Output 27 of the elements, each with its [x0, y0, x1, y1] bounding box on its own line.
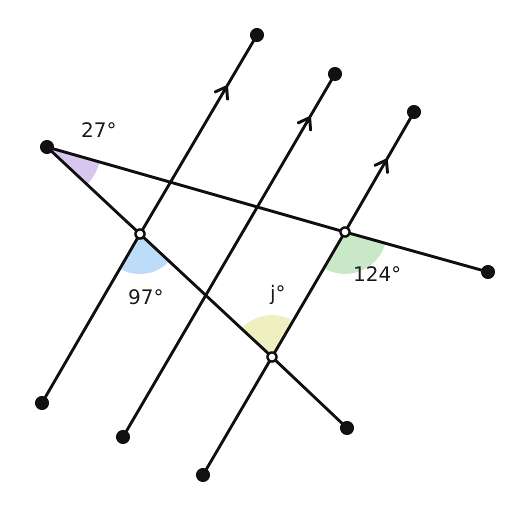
line-segment — [205, 359, 272, 470]
endpoint-dot — [40, 140, 54, 154]
angle-label: 97° — [128, 287, 164, 307]
intersection-point — [339, 226, 351, 238]
line-segment — [125, 78, 333, 432]
angle-label: j° — [270, 283, 286, 303]
endpoint-dot — [407, 105, 421, 119]
endpoint-dot — [116, 430, 130, 444]
line-segment — [272, 234, 344, 355]
endpoint-dot — [196, 468, 210, 482]
angle-label: 124° — [353, 264, 402, 284]
line-segment — [346, 116, 412, 230]
intersection-point — [134, 228, 146, 240]
endpoint-dot — [250, 28, 264, 42]
endpoint-dot — [35, 396, 49, 410]
line-segment — [348, 232, 483, 272]
intersection-point — [266, 351, 278, 363]
line-segment — [50, 150, 138, 232]
line-segment — [274, 358, 344, 425]
endpoint-dot — [328, 67, 342, 81]
endpoint-dot — [340, 421, 354, 435]
line-segment — [140, 40, 255, 232]
line-segment — [44, 236, 140, 398]
line-segment — [52, 147, 342, 232]
line-segment — [142, 236, 270, 356]
angle-label: 27° — [81, 120, 116, 140]
endpoint-dot — [481, 265, 495, 279]
